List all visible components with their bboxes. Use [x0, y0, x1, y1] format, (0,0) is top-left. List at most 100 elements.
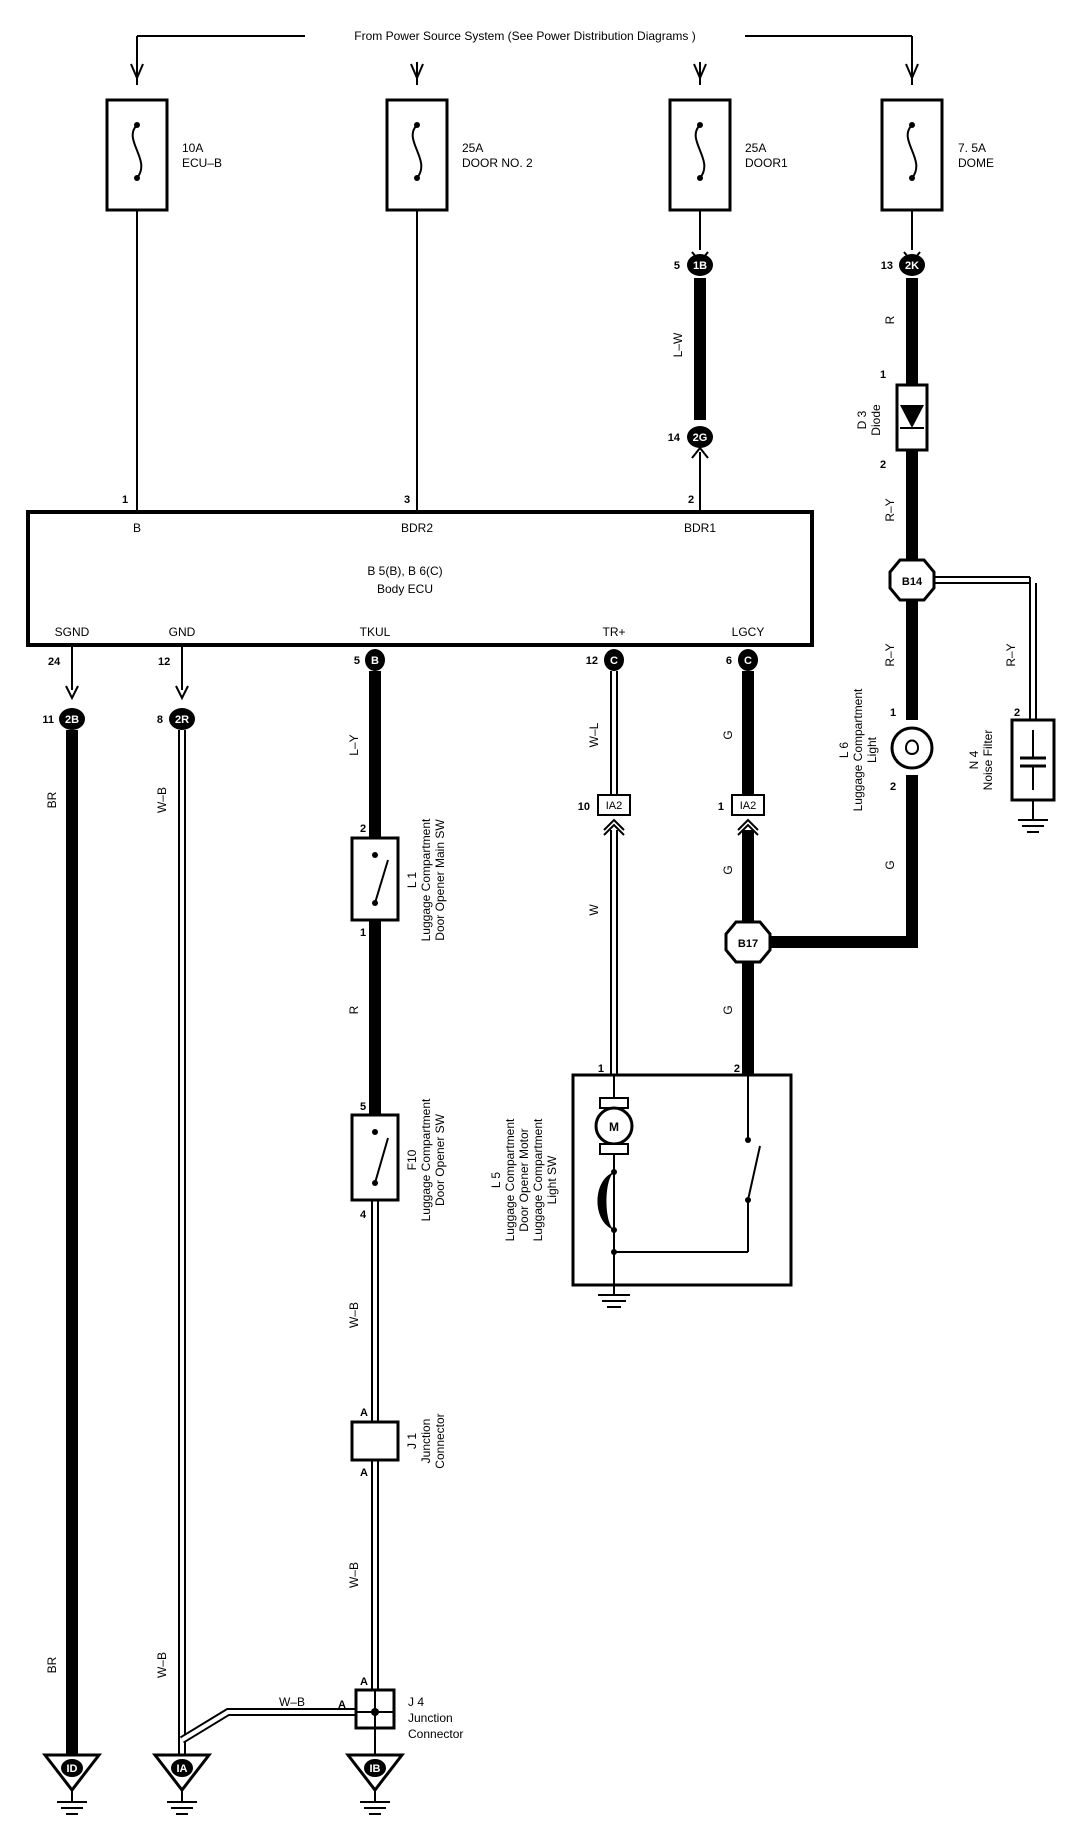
component-name: Connector — [433, 1413, 447, 1468]
svg-text:BDR2: BDR2 — [401, 521, 433, 535]
svg-text:1B: 1B — [693, 260, 707, 272]
component-ref: N 4 — [967, 750, 981, 769]
svg-text:B: B — [133, 521, 141, 535]
svg-text:C: C — [610, 655, 618, 667]
component-name: Door Opener Main SW — [433, 819, 447, 941]
svg-text:2: 2 — [360, 823, 366, 835]
wire-label: W–B — [347, 1562, 361, 1588]
svg-text:24: 24 — [48, 656, 61, 668]
light-l6: 1 2 L 6 Luggage Compartment Light — [837, 688, 934, 811]
ground-ib: IB — [344, 1753, 406, 1815]
component-name: Luggage Compartment — [419, 818, 433, 941]
svg-text:ID: ID — [67, 1763, 78, 1775]
svg-text:A: A — [360, 1467, 368, 1479]
svg-text:1: 1 — [122, 494, 128, 506]
component-name: Connector — [408, 1727, 463, 1741]
power-source-label: From Power Source System (See Power Dist… — [354, 29, 695, 43]
left-ground-wires — [66, 730, 358, 1755]
svg-text:11: 11 — [42, 714, 54, 726]
svg-text:2B: 2B — [65, 714, 79, 726]
wire-label: L–W — [671, 332, 685, 357]
component-name: Luggage Compartment — [531, 1118, 545, 1241]
svg-text:TKUL: TKUL — [360, 625, 391, 639]
svg-text:5: 5 — [674, 260, 680, 272]
svg-text:3: 3 — [404, 494, 410, 506]
fuse-amp: 25A — [745, 141, 766, 155]
wire-label: R — [883, 315, 897, 324]
svg-text:TR+: TR+ — [602, 625, 625, 639]
svg-text:BDR1: BDR1 — [684, 521, 716, 535]
svg-text:12: 12 — [158, 656, 170, 668]
svg-text:2: 2 — [688, 494, 694, 506]
wire-label: R–Y — [883, 643, 897, 666]
svg-text:12: 12 — [586, 655, 598, 667]
fuse-name: DOOR1 — [745, 156, 788, 170]
wire-label: R — [347, 1005, 361, 1014]
svg-text:8: 8 — [157, 714, 163, 726]
component-name: Door Opener SW — [433, 1113, 447, 1206]
fuse-amp: 7. 5A — [958, 141, 986, 155]
junction-b17: B17 — [724, 920, 772, 964]
svg-text:2: 2 — [1014, 707, 1020, 719]
component-name: Light SW — [545, 1155, 559, 1204]
component-name: Light — [865, 736, 879, 763]
junction-b14: B14 — [888, 558, 936, 602]
component-ref: F10 — [405, 1149, 419, 1170]
wire-label: W–B — [279, 1695, 305, 1709]
wire-label: G — [721, 730, 735, 739]
svg-text:2: 2 — [890, 781, 896, 793]
component-ref: L 5 — [489, 1172, 503, 1189]
fuse-name: DOOR NO. 2 — [462, 156, 533, 170]
fuse-door1: 25A DOOR1 — [668, 98, 788, 212]
svg-text:10: 10 — [578, 801, 590, 813]
door-opener-motor-l5: 1 2 M L 5 Luggage Compartment Door Opene… — [489, 1063, 793, 1308]
switch-l1: 2 1 L 1 Luggage Compartment Door Opener … — [350, 818, 447, 941]
svg-text:A: A — [360, 1676, 368, 1688]
wire-label: L–Y — [347, 734, 361, 755]
fuse-ecu-b: 10A ECU–B — [105, 98, 222, 212]
component-name: Door Opener Motor — [517, 1128, 531, 1231]
component-ref: J 4 — [408, 1695, 424, 1709]
wire-label: W — [587, 904, 601, 916]
wire-label: R–Y — [1004, 643, 1018, 666]
wire-label: BR — [45, 1656, 59, 1673]
svg-text:4: 4 — [360, 1209, 367, 1221]
svg-text:5: 5 — [354, 655, 360, 667]
ground-ia: IA — [151, 1753, 213, 1815]
svg-text:2R: 2R — [175, 714, 189, 726]
lgcy-branch-wires — [742, 671, 918, 1075]
component-name: Junction — [408, 1711, 453, 1725]
svg-text:B14: B14 — [902, 576, 923, 588]
svg-text:1: 1 — [598, 1063, 604, 1075]
svg-text:LGCY: LGCY — [732, 625, 765, 639]
component-name: Luggage Compartment — [419, 1098, 433, 1221]
wire-label: W–B — [347, 1302, 361, 1328]
component-name: Noise Filter — [981, 730, 995, 791]
svg-text:13: 13 — [881, 260, 893, 272]
svg-text:B: B — [371, 655, 379, 667]
body-ecu: 1 B 3 BDR2 2 BDR1 B 5(B), B 6(C) Body EC… — [26, 494, 814, 647]
wire-label: W–L — [587, 722, 601, 747]
svg-text:1: 1 — [360, 927, 366, 939]
svg-text:2: 2 — [880, 459, 886, 471]
svg-text:A: A — [338, 1699, 346, 1711]
fuse-name: ECU–B — [182, 156, 222, 170]
ground-id: ID — [41, 1753, 103, 1815]
wire-label: G — [721, 865, 735, 874]
wire-label: G — [883, 860, 897, 869]
fuse-amp: 10A — [182, 141, 203, 155]
svg-text:2K: 2K — [905, 260, 919, 272]
connector-2k: 2K 13 — [881, 251, 925, 276]
switch-f10: 5 4 F10 Luggage Compartment Door Opener … — [350, 1098, 447, 1221]
wire-label: BR — [45, 791, 59, 808]
svg-text:M: M — [609, 1120, 619, 1134]
connector-2r: 2R 8 — [157, 708, 195, 730]
power-source-bus: From Power Source System (See Power Dist… — [130, 29, 919, 85]
connector-ia2-right: IA2 1 — [718, 794, 765, 836]
connector-2g: 2G 14 — [668, 426, 713, 459]
junction-connector-j4: A A J 4 Junction Connector — [338, 1676, 463, 1741]
component-ref: J 1 — [405, 1433, 419, 1449]
svg-text:SGND: SGND — [55, 625, 90, 639]
svg-text:5: 5 — [360, 1101, 366, 1113]
svg-text:2G: 2G — [693, 432, 708, 444]
